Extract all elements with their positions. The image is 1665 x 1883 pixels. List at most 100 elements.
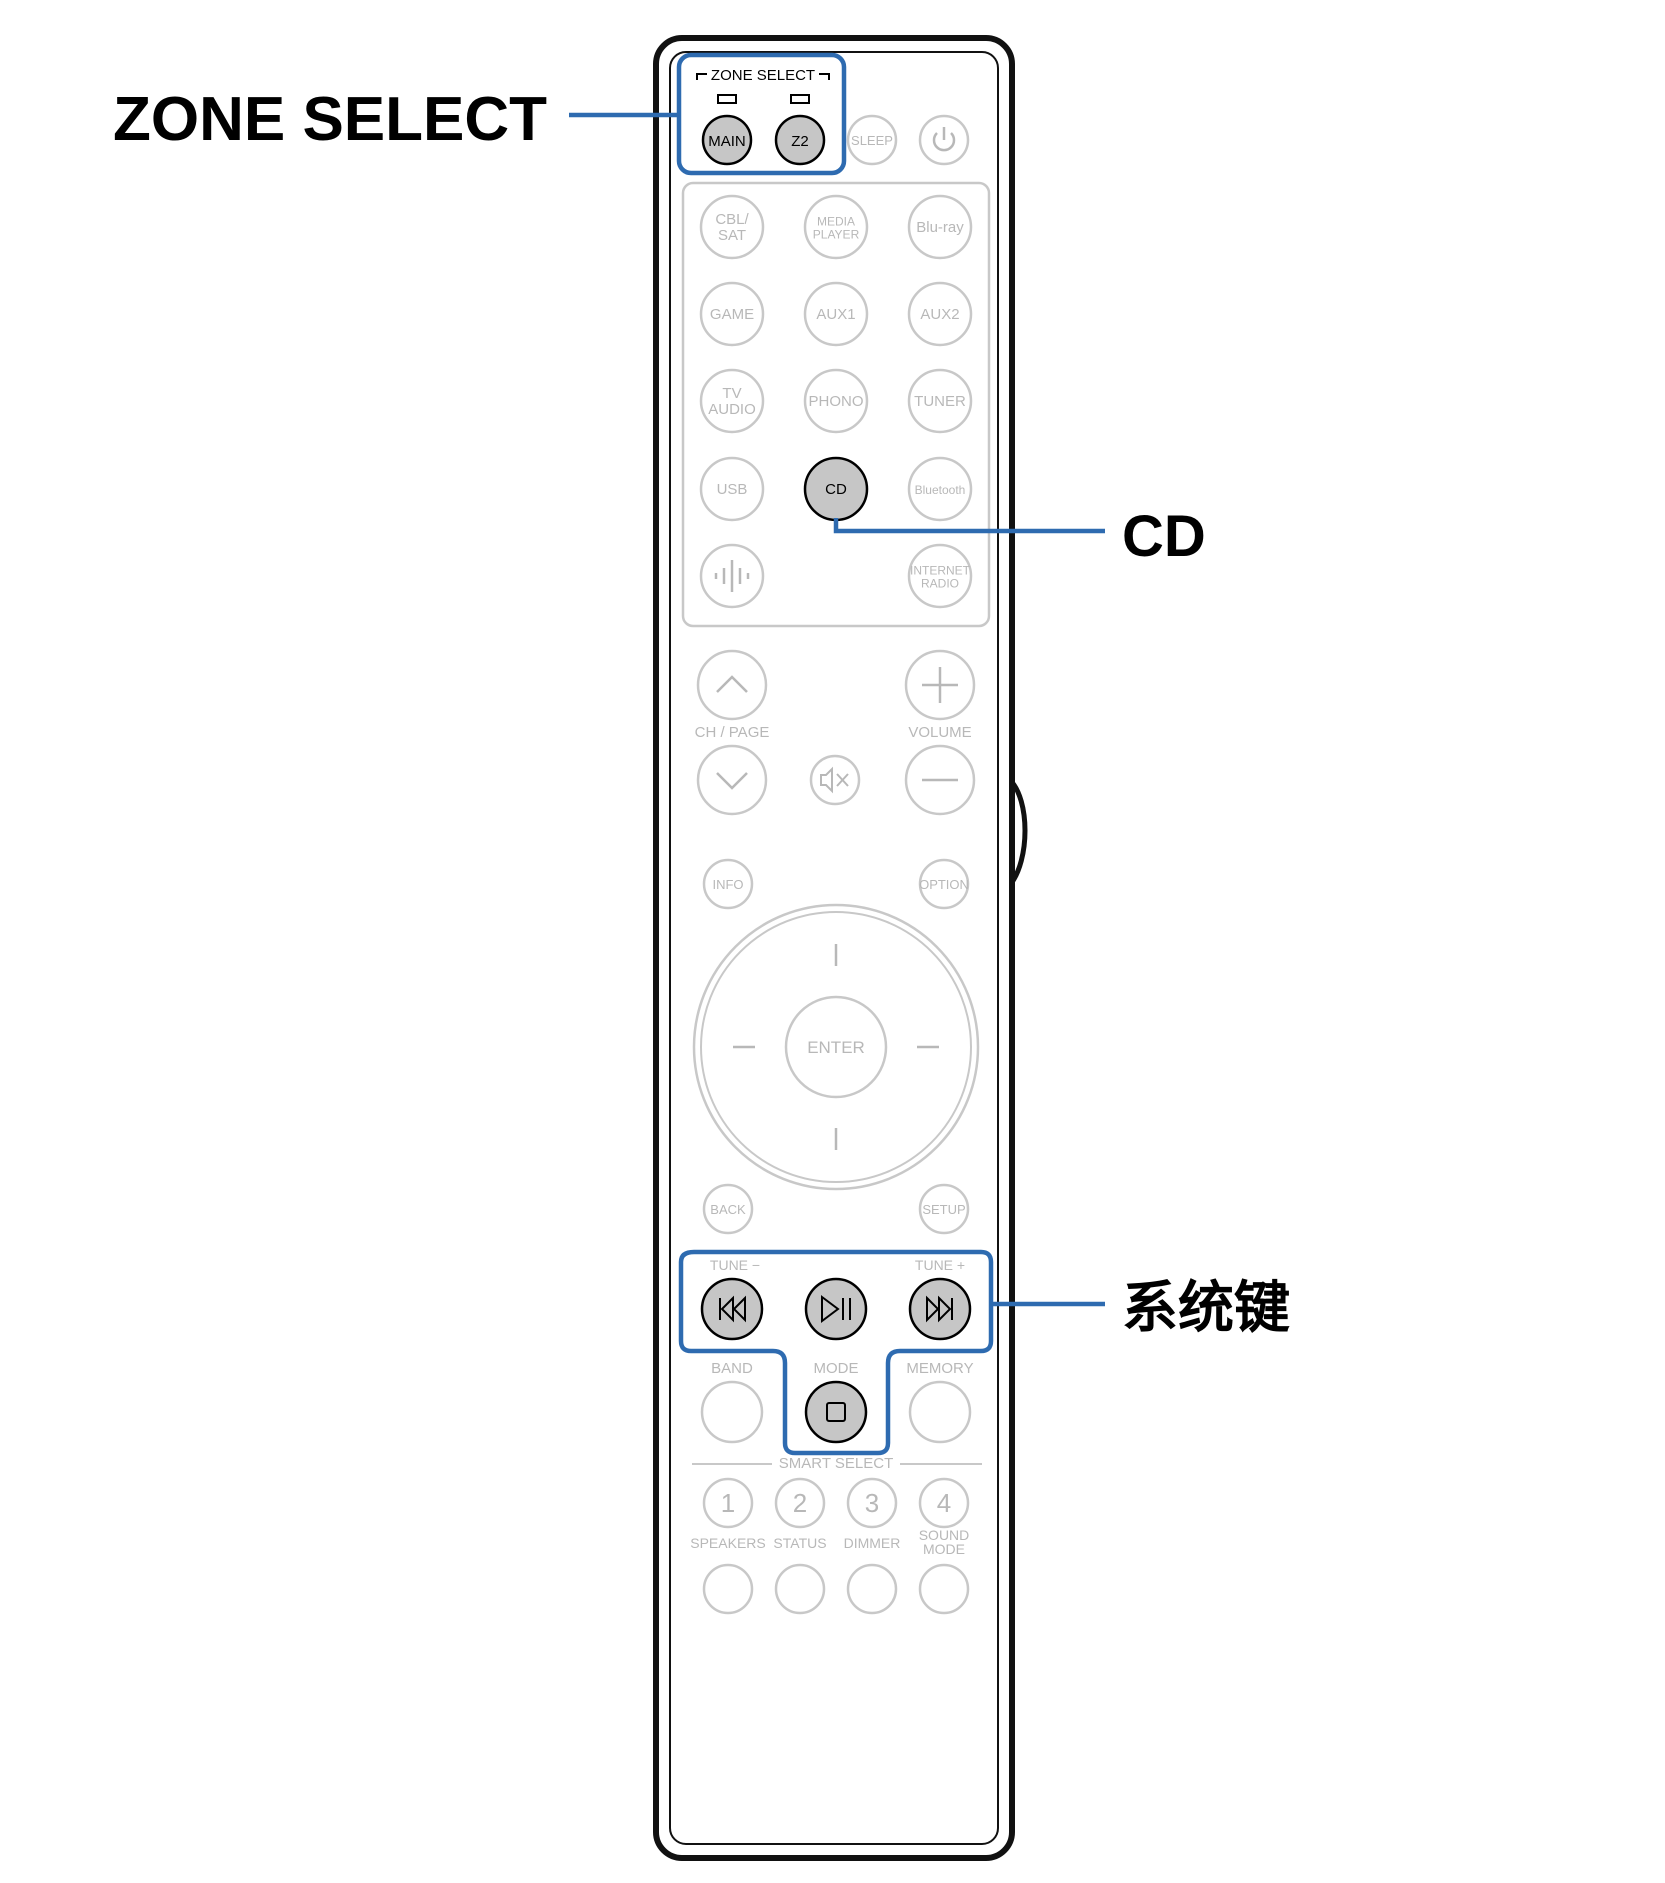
source-button-label: PLAYER	[813, 228, 860, 242]
source-button-label: PHONO	[808, 393, 863, 410]
setup-button[interactable]: SETUP	[918, 1183, 970, 1235]
skip-forward-icon	[926, 1295, 953, 1323]
volume-up-button[interactable]	[904, 649, 976, 721]
plus-icon	[922, 667, 958, 703]
enter-button-label: ENTER	[807, 1038, 865, 1057]
source-button-label: SAT	[718, 227, 746, 244]
source-button-tuner[interactable]: TUNER	[907, 368, 973, 434]
info-button[interactable]: INFO	[702, 858, 754, 910]
power-icon	[932, 127, 956, 152]
source-button-label: Bluetooth	[915, 483, 966, 497]
channel-volume-area: CH / PAGE VOLUME	[695, 649, 976, 816]
highlights	[569, 52, 1105, 1456]
sleep-button[interactable]: SLEEP	[846, 114, 898, 166]
bottom-label-sound-mode: MODE	[923, 1541, 965, 1557]
source-button-label: GAME	[710, 306, 754, 323]
source-button-label: Blu-ray	[916, 219, 964, 236]
source-button-label: CBL/	[715, 211, 749, 228]
ch-page-up-button[interactable]	[696, 649, 768, 721]
source-button-phono[interactable]: PHONO	[803, 368, 869, 434]
system-keys-callout: 系统键	[1122, 1276, 1290, 1341]
ch-page-down-button[interactable]	[696, 744, 768, 816]
chevron-up-icon	[716, 675, 748, 693]
navigation-pad: ENTER	[692, 903, 980, 1191]
volume-label: VOLUME	[908, 724, 971, 741]
main-button-label: MAIN	[708, 133, 746, 150]
memory-button[interactable]	[908, 1380, 972, 1444]
zone-select-area: ZONE SELECT MAIN Z2 SLEEP	[696, 67, 970, 166]
source-button-label: TV	[722, 385, 741, 402]
zone-select-callout: ZONE SELECT	[113, 85, 547, 154]
back-button-label: BACK	[710, 1202, 746, 1217]
smart-select-1-button[interactable]: 1	[702, 1477, 754, 1529]
main-indicator	[717, 94, 737, 104]
smart-select-buttons: 1 2 3 4	[702, 1477, 970, 1529]
source-button-aux1[interactable]: AUX1	[803, 281, 869, 347]
smart-select-2-button[interactable]: 2	[774, 1477, 826, 1529]
system-keys-area: TUNE − TUNE + BAND	[700, 1257, 974, 1444]
back-button[interactable]: BACK	[702, 1183, 754, 1235]
stop-button[interactable]	[804, 1380, 868, 1444]
power-button[interactable]	[918, 114, 970, 166]
memory-label: MEMORY	[906, 1360, 973, 1377]
source-button-usb[interactable]: USB	[699, 456, 765, 522]
bottom-label-speakers: SPEAKERS	[690, 1535, 765, 1551]
previous-button[interactable]	[700, 1277, 764, 1341]
play-pause-button[interactable]	[804, 1277, 868, 1341]
mute-button[interactable]	[809, 754, 861, 806]
enter-button[interactable]: ENTER	[784, 995, 888, 1099]
smart-select-number: 2	[793, 1488, 807, 1518]
next-button[interactable]	[908, 1277, 972, 1341]
cd-callout: CD	[1122, 504, 1206, 569]
dpad-inner-ring	[700, 911, 972, 1183]
volume-down-button[interactable]	[904, 744, 976, 816]
system-keys-highlight	[678, 1249, 994, 1456]
tune-plus-label: TUNE +	[915, 1257, 965, 1273]
source-button-game[interactable]: GAME	[699, 281, 765, 347]
smart-select-3-button[interactable]: 3	[846, 1477, 898, 1529]
band-button[interactable]	[700, 1380, 764, 1444]
bottom-function-button-2[interactable]	[774, 1563, 826, 1615]
source-button-label: CD	[825, 481, 847, 498]
source-button-cbl-sat[interactable]: CBL/SAT	[699, 194, 765, 260]
bottom-label-status: STATUS	[773, 1535, 826, 1551]
mute-icon	[820, 766, 849, 794]
source-button-label: INTERNET	[910, 564, 971, 578]
bottom-function-button-1[interactable]	[702, 1563, 754, 1615]
smart-select-4-button[interactable]: 4	[918, 1477, 970, 1529]
chevron-down-icon	[716, 772, 748, 790]
source-panel	[681, 181, 991, 628]
source-button-cd[interactable]: CD	[803, 456, 869, 522]
smart-select-number: 1	[721, 1488, 735, 1518]
smart-select-number: 3	[865, 1488, 879, 1518]
z2-button-label: Z2	[791, 133, 809, 150]
mode-label: MODE	[814, 1360, 859, 1377]
cd-leader	[833, 518, 1105, 534]
source-button-bluetooth[interactable]: Bluetooth	[907, 456, 973, 522]
source-button-label: AUDIO	[708, 401, 756, 418]
bottom-function-button-4[interactable]	[918, 1563, 970, 1615]
source-button-blu-ray[interactable]: Blu-ray	[907, 194, 973, 260]
option-button[interactable]: OPTION	[918, 858, 970, 910]
skip-back-icon	[719, 1295, 746, 1323]
heos-button[interactable]	[699, 543, 765, 609]
sleep-button-label: SLEEP	[851, 133, 893, 148]
tune-minus-label: TUNE −	[710, 1257, 760, 1273]
option-button-label: OPTION	[919, 877, 969, 892]
ch-page-label: CH / PAGE	[695, 724, 770, 741]
source-button-label: AUX2	[920, 306, 959, 323]
source-button-aux2[interactable]: AUX2	[907, 281, 973, 347]
bottom-label-dimmer: DIMMER	[844, 1535, 901, 1551]
info-button-label: INFO	[712, 877, 743, 892]
source-button-label: RADIO	[921, 577, 959, 591]
z2-button[interactable]: Z2	[774, 114, 826, 166]
main-button[interactable]: MAIN	[701, 114, 753, 166]
bottom-function-button-3[interactable]	[846, 1563, 898, 1615]
band-label: BAND	[711, 1360, 753, 1377]
